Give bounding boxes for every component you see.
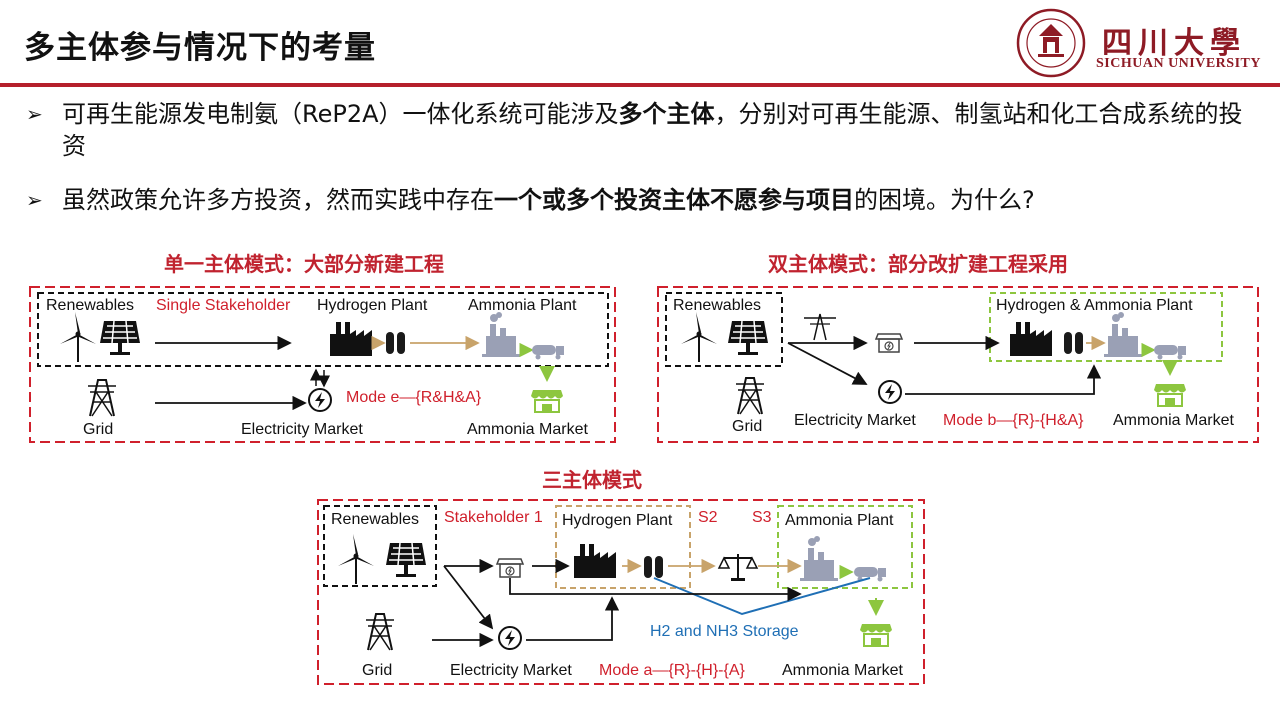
ammonia-tanker-icon	[1154, 345, 1186, 360]
hydrogen-plant-icon	[330, 322, 372, 356]
triple-ammonia-label: Ammonia Plant	[785, 512, 894, 529]
header-divider	[0, 83, 1280, 87]
dual-renewables-label: Renewables	[673, 297, 762, 314]
ppa-contract-icon	[875, 333, 903, 353]
triple-renewables-label: Renewables	[331, 511, 420, 528]
page-title: 多主体参与情况下的考量	[24, 30, 376, 66]
single-elec-market-label: Electricity Market	[241, 421, 363, 438]
hydrogen-plant-icon	[1010, 322, 1052, 356]
triple-mode-label: Mode a—{R}-{H}-{A}	[599, 662, 745, 679]
ppa-contract-icon	[496, 558, 524, 578]
university-logo-text: 四川大學	[1102, 26, 1246, 61]
trade-balance-icon	[718, 553, 758, 582]
ammonia-tanker-icon	[532, 345, 564, 360]
bullet-arrow-icon: ➢	[26, 188, 43, 212]
triple-hydrogen-label: Hydrogen Plant	[562, 512, 673, 529]
wind-turbine-icon	[337, 533, 375, 585]
solar-panel-icon	[727, 320, 769, 356]
storage-link	[653, 577, 871, 616]
university-seal-icon	[1016, 8, 1086, 78]
electricity-market-icon	[498, 626, 522, 650]
dual-grid-label: Grid	[732, 418, 763, 435]
hydrogen-tank-icon	[1064, 332, 1083, 354]
hydrogen-tank-icon	[386, 332, 405, 354]
ammonia-market-icon	[859, 623, 893, 647]
triple-elec-market-label: Electricity Market	[450, 662, 572, 679]
dual-plant-label: Hydrogen & Ammonia Plant	[996, 297, 1193, 314]
triple-stakeholder1-label: Stakeholder 1	[444, 509, 543, 526]
single-grid-label: Grid	[83, 421, 114, 438]
ammonia-plant-icon	[1104, 312, 1142, 357]
bullet-2: ➢ 虽然政策允许多方投资，然而实践中存在一个或多个投资主体不愿参与项目的困境。为…	[26, 186, 1035, 214]
single-hydrogen-label: Hydrogen Plant	[317, 297, 428, 314]
dual-elec-market-label: Electricity Market	[794, 412, 916, 429]
grid-tower-icon	[87, 379, 117, 417]
hydrogen-tank-icon	[644, 556, 663, 578]
dual-mode-diagram	[657, 286, 1259, 443]
wind-turbine-icon	[680, 311, 718, 363]
single-stakeholder-label: Single Stakeholder	[156, 297, 291, 314]
single-mode-label: Mode e—{R&H&A}	[346, 389, 482, 406]
electricity-market-icon	[308, 388, 332, 412]
triple-grid-label: Grid	[362, 662, 393, 679]
university-logo-english: SICHUAN UNIVERSITY	[1096, 56, 1261, 71]
wind-turbine-icon	[59, 311, 97, 363]
grid-tower-icon	[365, 613, 395, 651]
ammonia-plant-icon	[800, 536, 838, 581]
triple-storage-label: H2 and NH3 Storage	[650, 623, 799, 640]
ammonia-market-icon	[530, 389, 564, 413]
triple-s2-label: S2	[698, 509, 718, 526]
dual-ammonia-market-label: Ammonia Market	[1113, 412, 1234, 429]
triple-mode-title: 三主体模式	[542, 468, 642, 492]
single-renewables-label: Renewables	[46, 297, 135, 314]
hydrogen-plant-icon	[574, 544, 616, 578]
grid-tower-icon	[735, 377, 765, 415]
ammonia-market-icon	[1153, 383, 1187, 407]
bullet-1: ➢ 可再生能源发电制氨（ReP2A）一体化系统可能涉及多个主体，分别对可再生能源…	[26, 100, 1243, 160]
bullet-arrow-icon: ➢	[26, 102, 43, 126]
triple-ammonia-market-label: Ammonia Market	[782, 662, 903, 679]
solar-panel-icon	[99, 320, 141, 356]
triple-mode-diagram	[317, 499, 925, 685]
power-line-icon	[803, 313, 837, 341]
ammonia-tanker-icon	[854, 567, 886, 582]
triple-s3-label: S3	[752, 509, 772, 526]
single-mode-title: 单一主体模式：大部分新建工程	[164, 252, 444, 276]
single-ammonia-market-label: Ammonia Market	[467, 421, 588, 438]
single-ammonia-label: Ammonia Plant	[468, 297, 577, 314]
electricity-market-icon	[878, 380, 902, 404]
dual-mode-label: Mode b—{R}-{H&A}	[943, 412, 1084, 429]
solar-panel-icon	[385, 542, 427, 578]
ammonia-plant-icon	[482, 312, 520, 357]
single-mode-diagram	[29, 286, 616, 443]
dual-mode-title: 双主体模式：部分改扩建工程采用	[768, 252, 1068, 276]
